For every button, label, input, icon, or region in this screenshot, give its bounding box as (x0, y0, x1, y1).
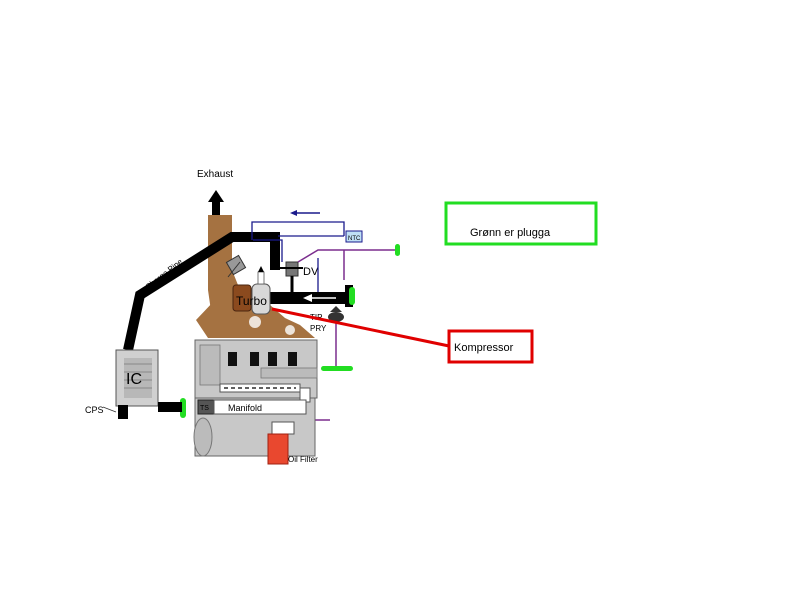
turbo (232, 266, 271, 315)
plug-ntc (395, 244, 400, 256)
compressor-leader (271, 307, 450, 348)
dv-label: DV (303, 266, 319, 278)
svg-text:NTC: NTC (348, 236, 361, 242)
vacuum-lines (251, 221, 345, 292)
intake-pipe (268, 285, 353, 307)
exhaust-label: Exhaust (197, 169, 233, 180)
manifold-label: Manifold (228, 403, 262, 413)
pry-label: PRY (310, 324, 327, 333)
ntc-sensor: NTC (345, 230, 363, 243)
compressor-label: Kompressor (454, 342, 514, 354)
flow-arrow-top (290, 210, 320, 216)
svg-text:TS: TS (200, 405, 209, 412)
turbo-label: Turbo (236, 294, 267, 308)
plug-intake (349, 287, 355, 305)
ic-label: IC (126, 371, 142, 388)
compressor-callout (447, 329, 534, 364)
intake-manifold: Manifold (213, 399, 307, 415)
intercooler (115, 349, 182, 419)
cps-label: CPS (85, 405, 104, 415)
pry-valve (328, 306, 344, 322)
oil-filter-label: Oil Filter (288, 455, 318, 464)
legend-label: Grønn er plugga (470, 227, 551, 239)
plug-pry (321, 366, 353, 371)
legend-box (444, 201, 598, 246)
dv-valve (280, 261, 303, 292)
charge-pipe (123, 232, 280, 352)
ts-sensor: TS (197, 399, 215, 415)
oil-filter (267, 421, 295, 465)
wastegate-valve (225, 254, 247, 278)
exhaust-arrow (208, 190, 224, 222)
engine-block (193, 339, 318, 457)
